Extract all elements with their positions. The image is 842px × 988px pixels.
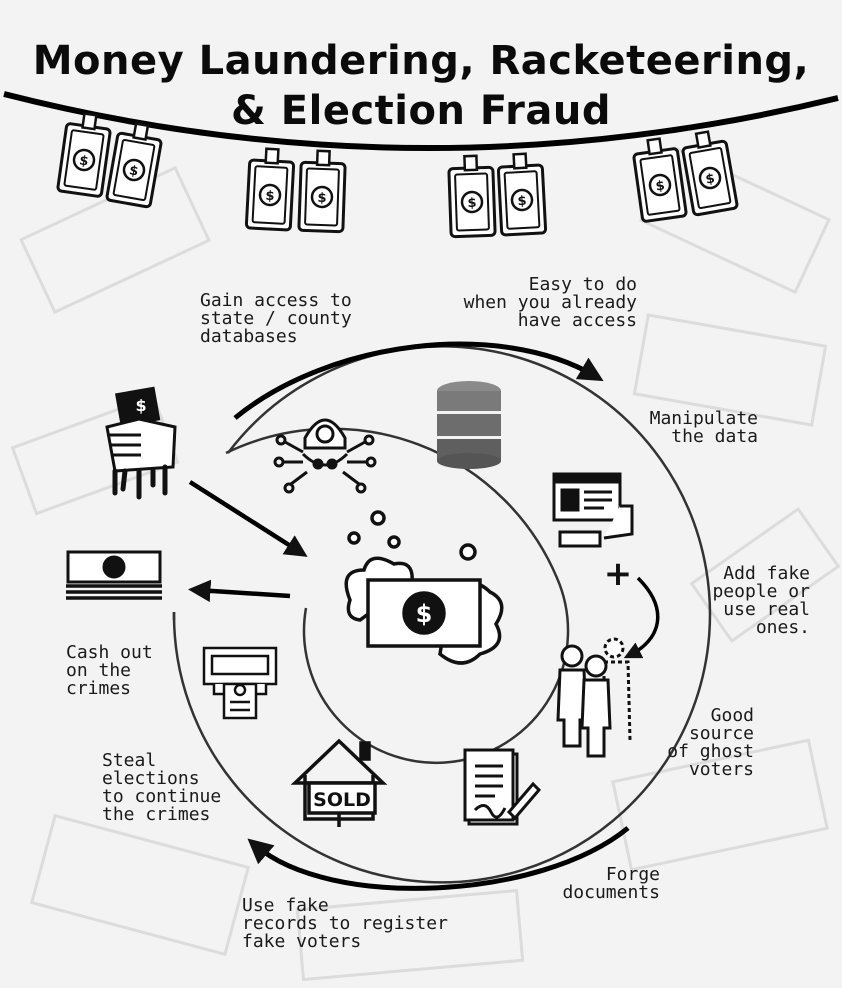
- label-register-fake-voters: Use fake records to register fake voters: [242, 895, 448, 952]
- laundering-bill-glyph: $: [416, 600, 433, 628]
- atm-icon: [202, 646, 278, 720]
- hanging-bill-glyph: $: [705, 171, 717, 187]
- label-add-fake-people: Add fake people or use real ones.: [712, 563, 810, 638]
- hanging-bill: $: [104, 119, 166, 209]
- hanging-bill: $: [446, 153, 497, 239]
- label-easy-to-do: Easy to do when you already have access: [463, 274, 637, 331]
- label-cash-out: Cash out on the crimes: [66, 642, 153, 699]
- laundering-bill-icon: $: [344, 510, 504, 665]
- hanging-bill-glyph: $: [317, 191, 327, 206]
- hanging-bill: $: [630, 134, 689, 224]
- money-hand-glyph: $: [135, 396, 146, 415]
- document-sign-icon: [463, 748, 542, 826]
- hanging-bill-glyph: $: [128, 163, 140, 179]
- money-hand-icon: $: [105, 386, 177, 500]
- cash-stack-icon: [66, 550, 162, 600]
- arrow-bottom: [247, 826, 630, 891]
- label-ghost-voters: Good source of ghost voters: [667, 705, 754, 780]
- hanging-bill-glyph: $: [655, 178, 666, 194]
- hanging-bill-glyph: $: [78, 153, 89, 169]
- arrow-top: [233, 341, 604, 420]
- arrow-hand-to-center: [188, 480, 308, 557]
- sold-house-icon: SOLD: [290, 738, 388, 827]
- hanging-bill: $: [496, 151, 548, 237]
- spiral-inner-line: [225, 427, 570, 765]
- database-icon: [437, 381, 501, 469]
- hanging-bill-glyph: $: [517, 194, 527, 209]
- hanging-bill: $: [55, 109, 114, 199]
- label-steal-elections: Steal elections to continue the crimes: [102, 750, 222, 825]
- arrow-center-to-cash: [188, 579, 291, 603]
- clothesline: [3, 91, 839, 151]
- sold-sign-text: SOLD: [313, 789, 371, 811]
- hanging-bill: $: [244, 146, 296, 232]
- label-manipulate-data: Manipulate the data: [649, 408, 758, 447]
- arrow-plus-to-ghosts: [623, 576, 660, 659]
- hanging-bill-glyph: $: [265, 189, 275, 204]
- page-title-line2: & Election Fraud: [231, 88, 611, 134]
- hanging-bill: $: [678, 127, 740, 217]
- hanging-bill-glyph: $: [467, 196, 477, 211]
- ghost-voters-icon: [556, 637, 632, 758]
- label-forge-documents: Forge documents: [562, 864, 660, 903]
- hacker-icon: [273, 418, 377, 494]
- page-title-line1: Money Laundering, Racketeering,: [32, 38, 810, 84]
- plus-icon: +: [604, 554, 633, 594]
- hanging-bill: $: [297, 148, 348, 234]
- label-gain-access: Gain access to state / county databases: [200, 290, 352, 347]
- computer-icon: [552, 472, 634, 548]
